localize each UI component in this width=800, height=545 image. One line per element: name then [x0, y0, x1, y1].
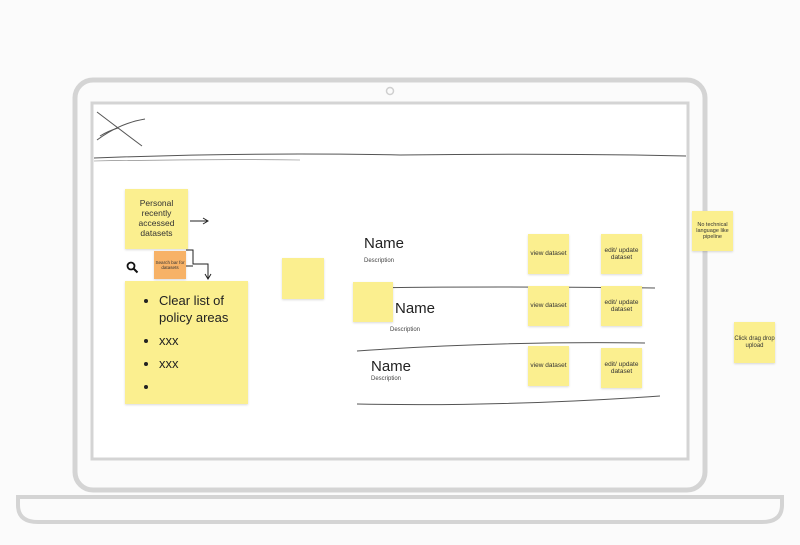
note-technical-text: No technical language like pipeline [696, 221, 729, 241]
edit-dataset-button[interactable]: edit/ update dataset [601, 348, 642, 388]
row-divider [356, 395, 661, 406]
view-dataset-label: view dataset [530, 250, 567, 258]
laptop-base [16, 495, 784, 524]
view-dataset-label: view dataset [530, 302, 567, 310]
note-personal-text: Personal recently accessed datasets [138, 198, 175, 238]
note-personal-datasets: Personal recently accessed datasets [125, 189, 188, 249]
dataset-name: Name [364, 235, 405, 252]
note-drag-drop-upload: Click drag drop upload [734, 322, 775, 363]
view-dataset-button[interactable]: view dataset [528, 346, 569, 386]
connector-arrow-icon [186, 249, 212, 280]
note-policy-areas: Clear list of policy areas xxx xxx [125, 281, 248, 404]
header-divider [93, 153, 687, 159]
policy-item [159, 379, 248, 396]
image-placeholder-icon [96, 111, 146, 147]
note-search-bar: Search bar for datasets [154, 251, 186, 279]
dataset-description: Description [390, 327, 421, 333]
edit-dataset-button[interactable]: edit/ update dataset [601, 286, 642, 326]
search-icon[interactable] [126, 261, 139, 274]
edit-dataset-button[interactable]: edit/ update dataset [601, 234, 642, 274]
dataset-name: Name [395, 300, 436, 317]
policy-list: Clear list of policy areas xxx xxx [139, 291, 248, 401]
note-upload-text: Click drag drop upload [734, 335, 775, 349]
policy-item: Clear list of policy areas [159, 293, 248, 327]
laptop-lid [72, 77, 708, 493]
view-dataset-button[interactable]: view dataset [528, 234, 569, 274]
edit-dataset-label: edit/ update dataset [604, 360, 639, 375]
blank-note [353, 282, 393, 322]
blank-note [282, 258, 324, 299]
note-search-text: Search bar for datasets [155, 259, 185, 270]
edit-dataset-label: edit/ update dataset [604, 298, 639, 313]
note-no-technical-language: No technical language like pipeline [692, 211, 733, 251]
row-divider [356, 342, 646, 352]
view-dataset-button[interactable]: view dataset [528, 286, 569, 326]
camera-icon [385, 86, 395, 96]
arrow-icon [190, 217, 209, 225]
view-dataset-label: view dataset [530, 362, 567, 370]
policy-item: xxx [159, 333, 248, 350]
dataset-description: Description [371, 376, 402, 382]
dataset-name: Name [371, 358, 412, 375]
edit-dataset-label: edit/ update dataset [604, 246, 639, 261]
dataset-description: Description [364, 258, 395, 264]
policy-item: xxx [159, 356, 248, 373]
